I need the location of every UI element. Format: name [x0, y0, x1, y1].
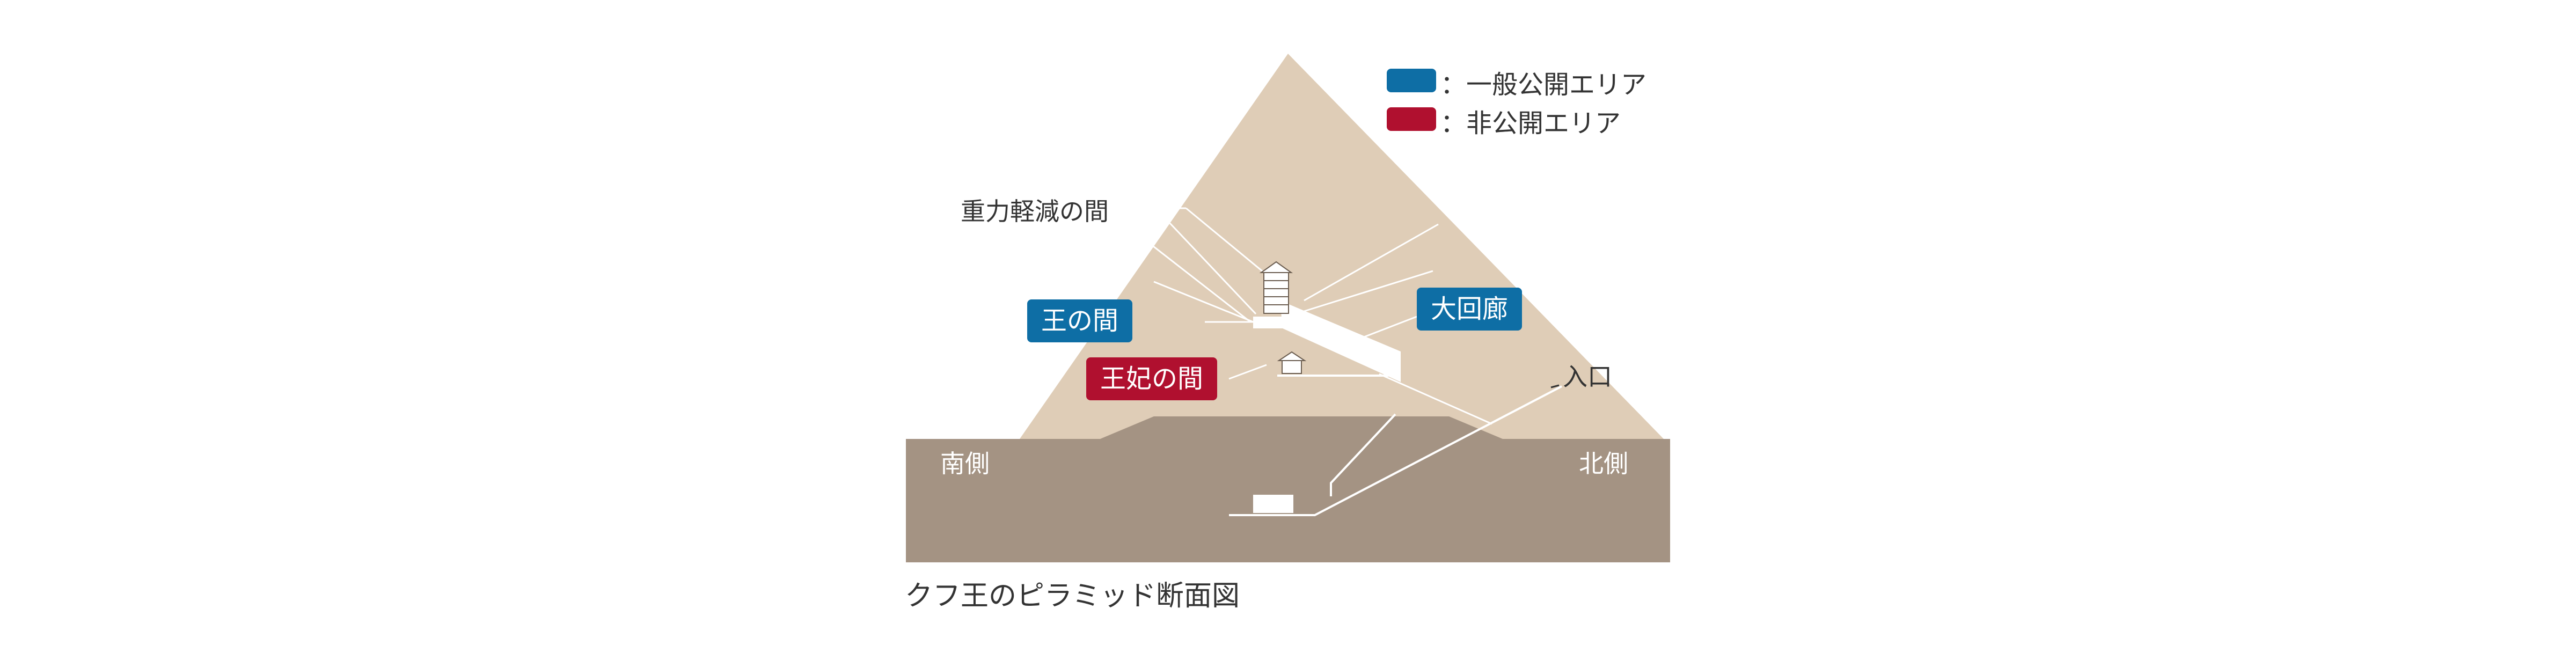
label-north-side: 北側 — [1579, 449, 1628, 478]
relieving-chambers — [1259, 261, 1293, 314]
leader-lines — [1143, 207, 1492, 425]
legend-private-swatch — [1387, 107, 1436, 131]
relieving-chambers-stack — [1263, 272, 1289, 314]
tag-queens-chamber: 王妃の間 — [1086, 357, 1218, 400]
tag-grand-gallery: 大回廊 — [1417, 288, 1523, 331]
descending-passage — [1229, 385, 1562, 516]
shaft-line-2 — [1148, 241, 1251, 323]
pyramid-body — [1020, 54, 1664, 439]
shaft-line-1 — [1169, 222, 1257, 315]
legend-public-swatch — [1387, 69, 1436, 92]
queens-leader — [1228, 364, 1267, 380]
subterranean-chamber — [1253, 495, 1293, 513]
grand-gallery — [1280, 300, 1401, 382]
diagram-caption: クフ王のピラミッド断面図 — [905, 580, 1240, 612]
kings-chamber — [1253, 317, 1284, 328]
entrance-line — [1379, 373, 1492, 425]
shaft-line-4 — [1304, 223, 1439, 302]
label-relieving-chambers: 重力軽減の間 — [961, 197, 1109, 226]
shaft-line-5 — [1304, 270, 1433, 312]
shaft-line-3 — [1153, 281, 1267, 328]
ground-bedrock — [906, 416, 1670, 562]
queens-chamber — [1277, 351, 1307, 374]
well-shaft-line — [1330, 413, 1396, 496]
entrance-pointer — [1550, 384, 1560, 388]
relieving-leader-d — [1185, 207, 1272, 280]
legend-public-label: ：一般公開エリア — [1440, 70, 1647, 100]
descending-passage-line — [1229, 385, 1562, 516]
legend-private-label: ：非公開エリア — [1440, 108, 1621, 138]
label-entrance: 入口 — [1563, 362, 1612, 391]
label-south-side: 南側 — [940, 449, 990, 478]
tag-kings-chamber: 王の間 — [1027, 299, 1133, 342]
